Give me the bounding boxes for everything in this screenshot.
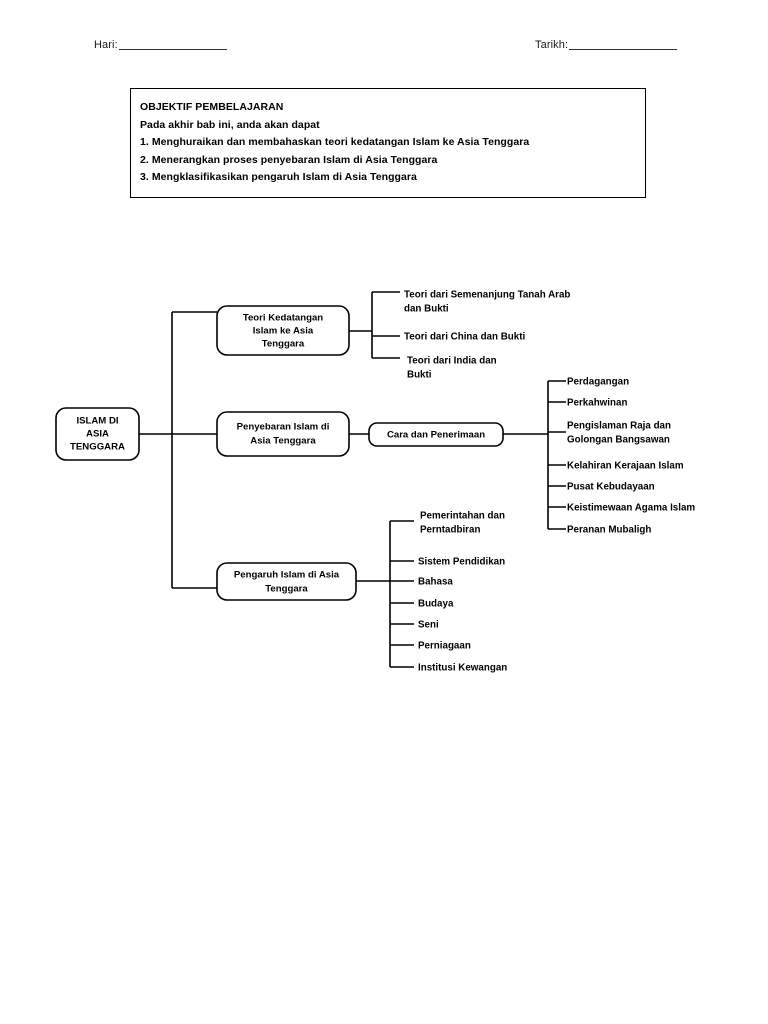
branch2-leaf-3-line2: Golongan Bangsawan [567, 435, 670, 446]
node-branch2[interactable]: Penyebaran Islam di Asia Tenggara [216, 411, 350, 457]
day-blank-rule[interactable] [118, 38, 227, 50]
worksheet-header: Hari: Tarikh: [0, 38, 768, 58]
node-branch1-line1: Teori Kedatangan [243, 313, 323, 324]
branch1-leaf-1[interactable]: Teori dari Semenanjung Tanah Arab dan Bu… [404, 290, 570, 315]
root-connector-group [139, 311, 217, 589]
branch2-leaf-3[interactable]: Pengislaman Raja dan Golongan Bangsawan [567, 421, 671, 446]
branch2-leaf-6[interactable]: Keistimewaan Agama Islam [567, 503, 695, 514]
objective-item-1: 1. Menghuraikan dan membahaskan teori ke… [140, 136, 530, 148]
node-branch3-line2: Tenggara [265, 584, 308, 595]
branch2-leaf-4-line1: Kelahiran Kerajaan Islam [567, 461, 684, 472]
branch3-leaf-1-line2: Perntadbiran [420, 525, 480, 536]
branch2-leaf-2[interactable]: Perkahwinan [567, 398, 627, 409]
node-root-line3: TENGGARA [70, 442, 125, 453]
objective-item-2: 2. Menerangkan proses penyebaran Islam d… [140, 153, 438, 166]
branch3-leaf-1-line1: Pemerintahan dan [420, 511, 505, 522]
day-field: Hari: [94, 38, 227, 52]
branch1-leaf-2-line1: Teori dari China dan Bukti [404, 332, 525, 343]
branch3-leaf-2-line1: Sistem Pendidikan [418, 557, 505, 568]
branch3-leaf-4-line1: Budaya [418, 599, 454, 610]
branch2-leaf-3-line1: Pengislaman Raja dan [567, 421, 671, 432]
node-root[interactable]: ISLAM DI ASIA TENGGARA [55, 407, 140, 461]
branch3-leaf-7[interactable]: Institusi Kewangan [418, 663, 507, 674]
objectives-title: OBJEKTIF PEMBELAJARAN [140, 101, 284, 113]
node-branch2-line2: Asia Tenggara [250, 436, 316, 447]
node-branch3[interactable]: Pengaruh Islam di Asia Tenggara [216, 562, 357, 601]
node-branch2-line1: Penyebaran Islam di [237, 422, 330, 433]
date-field: Tarikh: [535, 38, 678, 52]
branch1-leaf-3-line2: Bukti [407, 370, 432, 381]
node-branch2-sub-box[interactable] [368, 422, 504, 447]
branch3-leaf-6-line1: Perniagaan [418, 641, 471, 652]
branch2-leaf-4[interactable]: Kelahiran Kerajaan Islam [567, 461, 684, 472]
branch3-leaf-7-line1: Institusi Kewangan [418, 663, 507, 674]
branch2-leaf-7[interactable]: Peranan Mubaligh [567, 525, 651, 536]
node-branch3-box[interactable] [216, 562, 357, 601]
node-branch1-line3: Tenggara [262, 339, 305, 350]
branch1-leaf-2[interactable]: Teori dari China dan Bukti [404, 332, 525, 343]
node-root-line1: ISLAM DI [76, 416, 118, 427]
branch3-leaf-5-line1: Seni [418, 620, 439, 631]
day-label: Hari: [94, 39, 118, 51]
node-branch2-box[interactable] [216, 411, 350, 457]
branch3-leaf-1[interactable]: Pemerintahan dan Perntadbiran [420, 511, 505, 536]
branch2-connector-group [349, 380, 566, 530]
branch2-leaf-6-line1: Keistimewaan Agama Islam [567, 503, 695, 514]
branch2-leaf-2-line1: Perkahwinan [567, 398, 627, 409]
branch1-leaf-3[interactable]: Teori dari India dan Bukti [407, 356, 497, 381]
branch3-leaf-6[interactable]: Perniagaan [418, 641, 471, 652]
node-root-line2: ASIA [86, 429, 109, 440]
node-branch2-sub[interactable]: Cara dan Penerimaan [368, 422, 504, 447]
branch3-connector-group [356, 520, 414, 668]
date-label: Tarikh: [535, 39, 569, 51]
branch1-leaf-1-line1: Teori dari Semenanjung Tanah Arab [404, 290, 570, 301]
node-branch1-line2: Islam ke Asia [253, 326, 314, 337]
branch2-leaf-1-line1: Perdagangan [567, 377, 629, 388]
node-branch1-box[interactable] [216, 305, 350, 356]
node-branch1[interactable]: Teori Kedatangan Islam ke Asia Tenggara [216, 305, 350, 356]
branch2-leaf-1[interactable]: Perdagangan [567, 377, 629, 388]
date-blank-rule[interactable] [569, 38, 678, 50]
objective-item-3: 3. Mengklasifikasikan pengaruh Islam di … [140, 171, 417, 183]
branch1-leaf-1-line2: dan Bukti [404, 304, 449, 315]
branch3-leaf-2[interactable]: Sistem Pendidikan [418, 557, 505, 568]
node-root-box[interactable] [55, 407, 140, 461]
learning-objectives-box: OBJEKTIF PEMBELAJARAN Pada akhir bab ini… [130, 88, 646, 198]
branch1-leaf-3-line1: Teori dari India dan [407, 356, 497, 367]
branch3-leaf-4[interactable]: Budaya [418, 599, 454, 610]
branch3-leaf-5[interactable]: Seni [418, 620, 439, 631]
branch3-leaf-3[interactable]: Bahasa [418, 577, 453, 588]
branch2-leaf-5[interactable]: Pusat Kebudayaan [567, 482, 655, 493]
node-branch3-line1: Pengaruh Islam di Asia [234, 570, 340, 581]
branch2-leaf-7-line1: Peranan Mubaligh [567, 525, 651, 536]
branch1-connector-group [349, 291, 400, 359]
branch2-leaf-5-line1: Pusat Kebudayaan [567, 482, 655, 493]
node-branch2-sub-line1: Cara dan Penerimaan [387, 430, 485, 441]
branch3-leaf-3-line1: Bahasa [418, 577, 453, 588]
objectives-intro: Pada akhir bab ini, anda akan dapat [140, 118, 320, 131]
